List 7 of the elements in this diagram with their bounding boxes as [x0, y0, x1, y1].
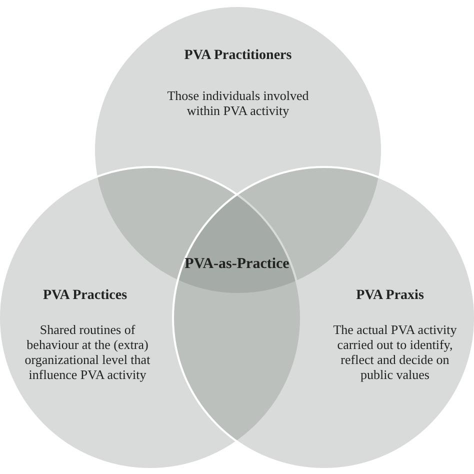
- circle-heading: PVA Practices: [42, 288, 128, 304]
- circle-description: Those individuals involved within PVA activity: [166, 88, 310, 118]
- circle-heading: PVA Praxis: [355, 288, 425, 304]
- circle-description: Shared routines of behaviour at the (extra) organizational level that influence PVA activity: [24, 322, 152, 382]
- circle-description: The actual PVA activity carried out to identify, reflect and decide on public values: [332, 322, 458, 382]
- circle-heading: PVA Practitioners: [183, 48, 293, 64]
- center-label: PVA-as-Practice: [184, 256, 290, 273]
